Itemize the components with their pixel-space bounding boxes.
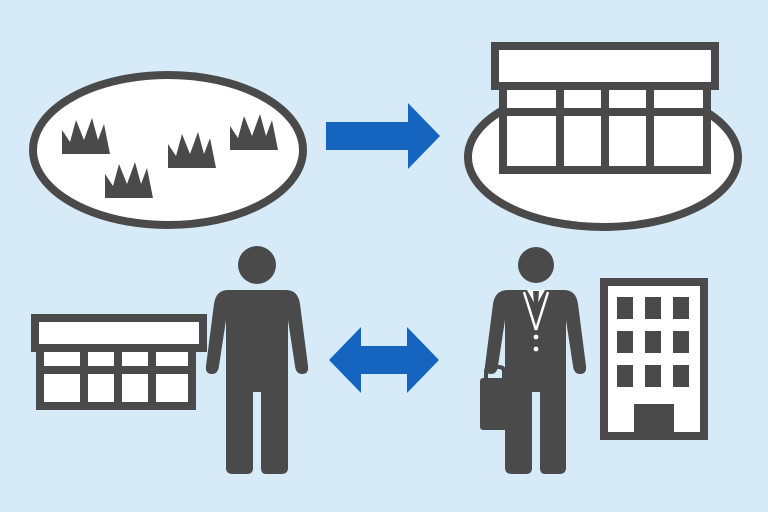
building-window	[645, 297, 661, 319]
building-window	[673, 331, 689, 353]
shop-icon	[31, 314, 207, 410]
suit-button	[533, 334, 539, 340]
person-body	[205, 290, 309, 474]
grass-tuft	[62, 118, 110, 154]
person-head	[238, 246, 276, 284]
shop-building	[491, 42, 719, 174]
businessman-with-briefcase-icon	[480, 247, 587, 474]
shop-on-land-icon	[464, 42, 742, 231]
building-window	[645, 365, 661, 387]
person-head	[518, 247, 554, 283]
casual-person-icon	[205, 246, 309, 474]
grass-tufts	[62, 114, 278, 198]
briefcase	[480, 365, 510, 430]
suit-button	[533, 346, 539, 352]
building-window	[645, 331, 661, 353]
building-windows	[617, 297, 689, 436]
office-building-icon	[600, 278, 708, 440]
building-window	[617, 297, 633, 319]
empty-land-with-grass-icon	[29, 71, 307, 229]
building-entrance	[634, 404, 674, 436]
building-window	[673, 297, 689, 319]
double-arrow-icon	[329, 327, 439, 393]
arrow-right-icon	[326, 103, 440, 169]
grass-tuft	[105, 162, 153, 198]
grass-tuft	[168, 132, 216, 168]
shop-roof	[491, 42, 719, 90]
shop-roof	[31, 314, 207, 352]
necktie	[533, 291, 539, 308]
building-window	[617, 331, 633, 353]
shop-window-frames	[503, 86, 707, 170]
lapel-lines	[522, 291, 550, 331]
suit-body	[484, 290, 587, 474]
shop-window-frames	[40, 348, 192, 406]
grass-tuft	[230, 114, 278, 150]
building-window	[617, 365, 633, 387]
building-window	[673, 365, 689, 387]
